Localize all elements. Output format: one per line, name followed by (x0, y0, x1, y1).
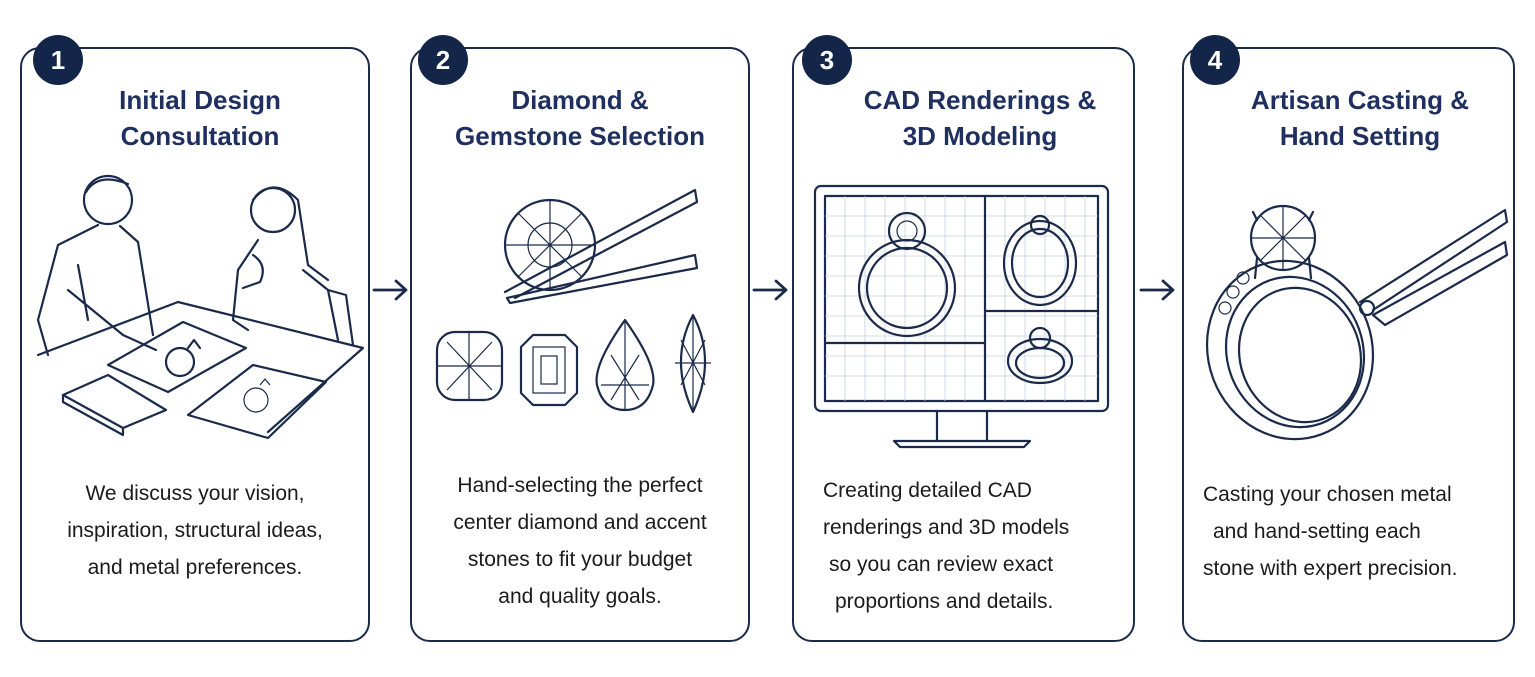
step-number-badge: 3 (802, 35, 852, 85)
step-description: Casting your chosen metal and hand-setti… (1203, 483, 1458, 580)
right-arrow-icon (1139, 279, 1175, 301)
step-card-consultation (20, 47, 370, 642)
step-card-casting-setting (1182, 47, 1515, 642)
cad-monitor-illustration (813, 184, 1110, 449)
right-arrow-icon (752, 279, 788, 301)
step-number-badge: 4 (1190, 35, 1240, 85)
step-title: CAD Renderings &3D Modeling (863, 85, 1097, 151)
step-number-badge: 1 (33, 35, 83, 85)
ring-setting-illustration (1205, 204, 1509, 441)
gemstones-illustration (435, 188, 711, 414)
step-number-badge: 2 (418, 35, 468, 85)
consultation-illustration (36, 174, 365, 440)
step-description: We discuss your vision, inspiration, str… (67, 482, 323, 579)
step-description: Hand-selecting the perfect center diamon… (453, 474, 707, 608)
step-card-cad-modeling (792, 47, 1135, 642)
step-title: Artisan Casting &Hand Setting (1250, 85, 1470, 151)
step-description: Creating detailed CAD renderings and 3D … (823, 479, 1070, 613)
right-arrow-icon (372, 279, 408, 301)
step-title: Diamond &Gemstone Selection (455, 85, 705, 151)
